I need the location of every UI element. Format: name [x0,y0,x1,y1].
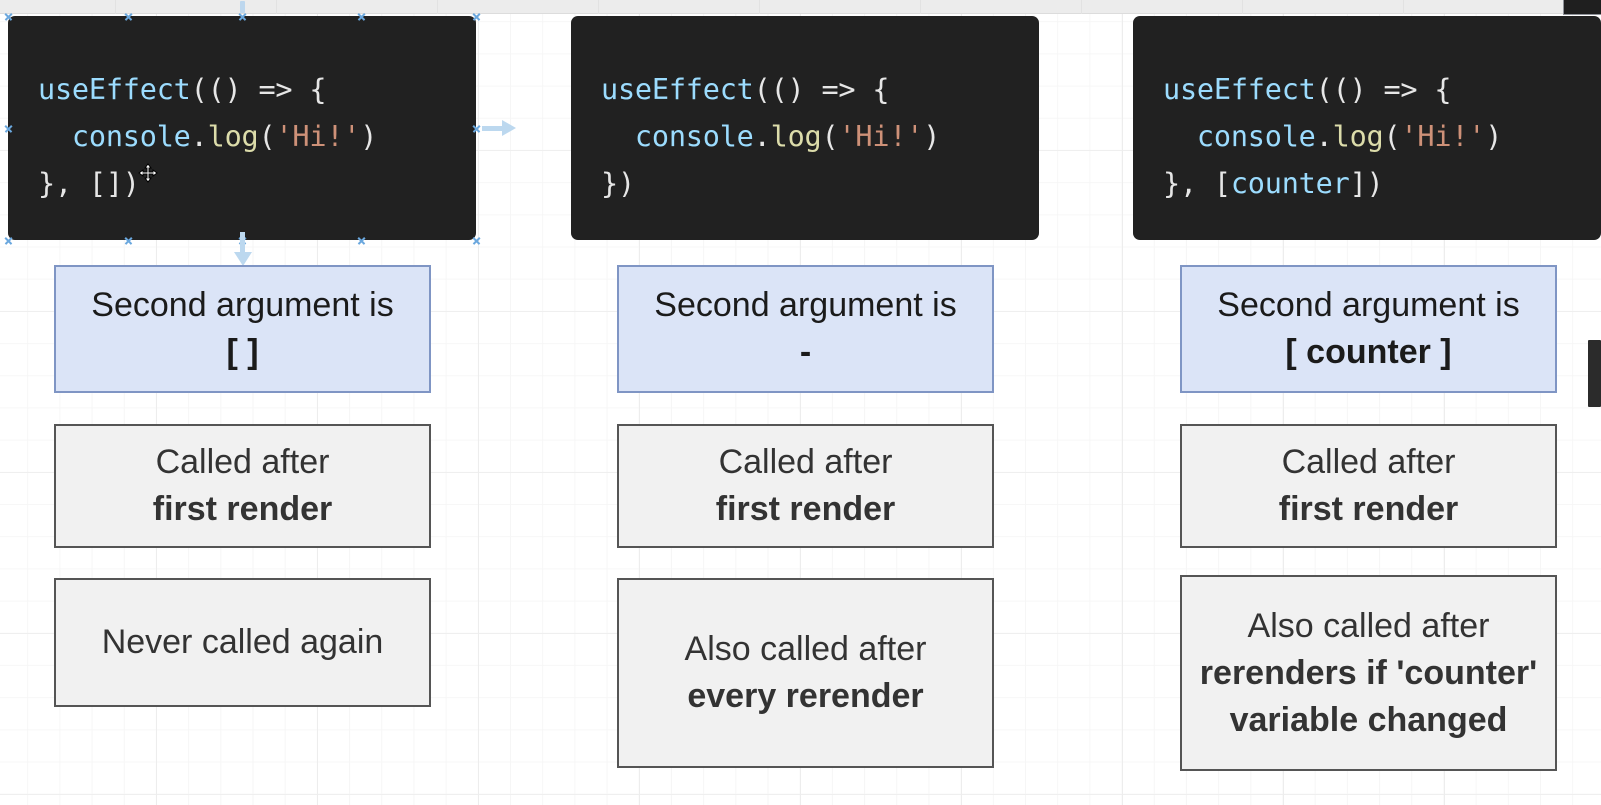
code-token-paren-open: ( [821,120,839,153]
code-token-paren-open: ( [1383,120,1401,153]
code-token-console: console [71,120,191,153]
vertical-scrollbar-thumb[interactable] [1588,340,1601,407]
gray-box-text: Called after first render [1279,439,1459,533]
canvas-top-ruler [0,0,1601,14]
code-token-console: console [1196,120,1316,153]
blue-box-text: Second argument is - [654,282,956,376]
code-token-deps-open: }, [ [1163,167,1231,200]
code-indent [38,120,72,153]
code-token-console: console [634,120,754,153]
gray-box-line2: every rerender [687,677,924,715]
blue-box-line2: - [799,333,812,371]
blue-box-counter-deps[interactable]: Second argument is [ counter ] [1180,265,1557,393]
code-token-deps: }) [601,167,635,200]
code-token-counter: counter [1230,167,1350,200]
gray-box-line1: Never called again [101,623,384,661]
code-token-function: useEffect [601,73,754,106]
code-token-string: 'Hi!' [275,120,361,153]
blue-box-no-deps[interactable]: Second argument is - [617,265,994,393]
gray-box-text: Called after first render [153,439,333,533]
code-token-arrow: (() => { [190,73,327,106]
blue-box-line2: [ ] [226,333,259,371]
gray-box-line1: Also called after [684,630,927,668]
code-block-counter-deps[interactable]: useEffect(() => { console.log('Hi!') }, … [1133,16,1601,240]
code-token-deps: }, []) [38,167,140,200]
code-indent [1163,120,1197,153]
blue-box-empty-deps[interactable]: Second argument is [ ] [54,265,431,393]
gray-box-first-render-1[interactable]: Called after first render [54,424,431,548]
code-token-dot: . [190,120,208,153]
code-token-log: log [770,120,822,153]
code-token-paren-open: ( [258,120,276,153]
top-right-panel [1563,0,1601,15]
gray-box-counter-changed[interactable]: Also called after rerenders if 'counter'… [1180,575,1557,771]
gray-box-text: Never called again [102,619,384,666]
gray-box-line1: Called after [718,443,893,481]
code-token-arrow: (() => { [1315,73,1452,106]
code-token-log: log [207,120,259,153]
gray-box-line2: rerenders if 'counter' variable changed [1199,653,1538,739]
gray-box-line1: Called after [1281,443,1456,481]
code-token-paren-close: ) [1485,120,1503,153]
blue-box-line1: Second argument is [654,286,957,324]
code-token-paren-close: ) [923,120,941,153]
code-indent [601,120,635,153]
code-token-function: useEffect [1163,73,1316,106]
gray-box-line2: first render [1278,490,1459,528]
arrow-down-connector [234,232,252,266]
gray-box-line1: Called after [155,443,330,481]
code-token-string: 'Hi!' [1400,120,1486,153]
gray-box-first-render-2[interactable]: Called after first render [617,424,994,548]
blue-box-line1: Second argument is [91,286,394,324]
blue-box-line2: [ counter ] [1285,333,1452,371]
code-token-paren-close: ) [360,120,378,153]
gray-box-text: Also called after rerenders if 'counter'… [1182,603,1555,744]
code-token-log: log [1332,120,1384,153]
code-token-arrow: (() => { [753,73,890,106]
gray-box-never-called-again[interactable]: Never called again [54,578,431,707]
code-token-deps-close: ]) [1349,167,1384,200]
ruler-marker [240,1,245,13]
code-token-dot: . [753,120,771,153]
gray-box-text: Called after first render [716,439,896,533]
arrow-right-connector [482,120,516,136]
gray-box-every-rerender[interactable]: Also called after every rerender [617,578,994,768]
code-block-no-deps[interactable]: useEffect(() => { console.log('Hi!') }) [571,16,1039,240]
blue-box-line1: Second argument is [1217,286,1520,324]
blue-box-text: Second argument is [ counter ] [1217,282,1519,376]
gray-box-first-render-3[interactable]: Called after first render [1180,424,1557,548]
code-token-function: useEffect [38,73,191,106]
code-token-dot: . [1315,120,1333,153]
gray-box-line2: first render [715,490,896,528]
code-block-empty-deps[interactable]: useEffect(() => { console.log('Hi!') }, … [8,16,476,240]
gray-box-line2: first render [152,490,333,528]
code-token-string: 'Hi!' [838,120,924,153]
blue-box-text: Second argument is [ ] [91,282,393,376]
gray-box-line1: Also called after [1247,606,1490,645]
gray-box-text: Also called after every rerender [685,626,927,720]
